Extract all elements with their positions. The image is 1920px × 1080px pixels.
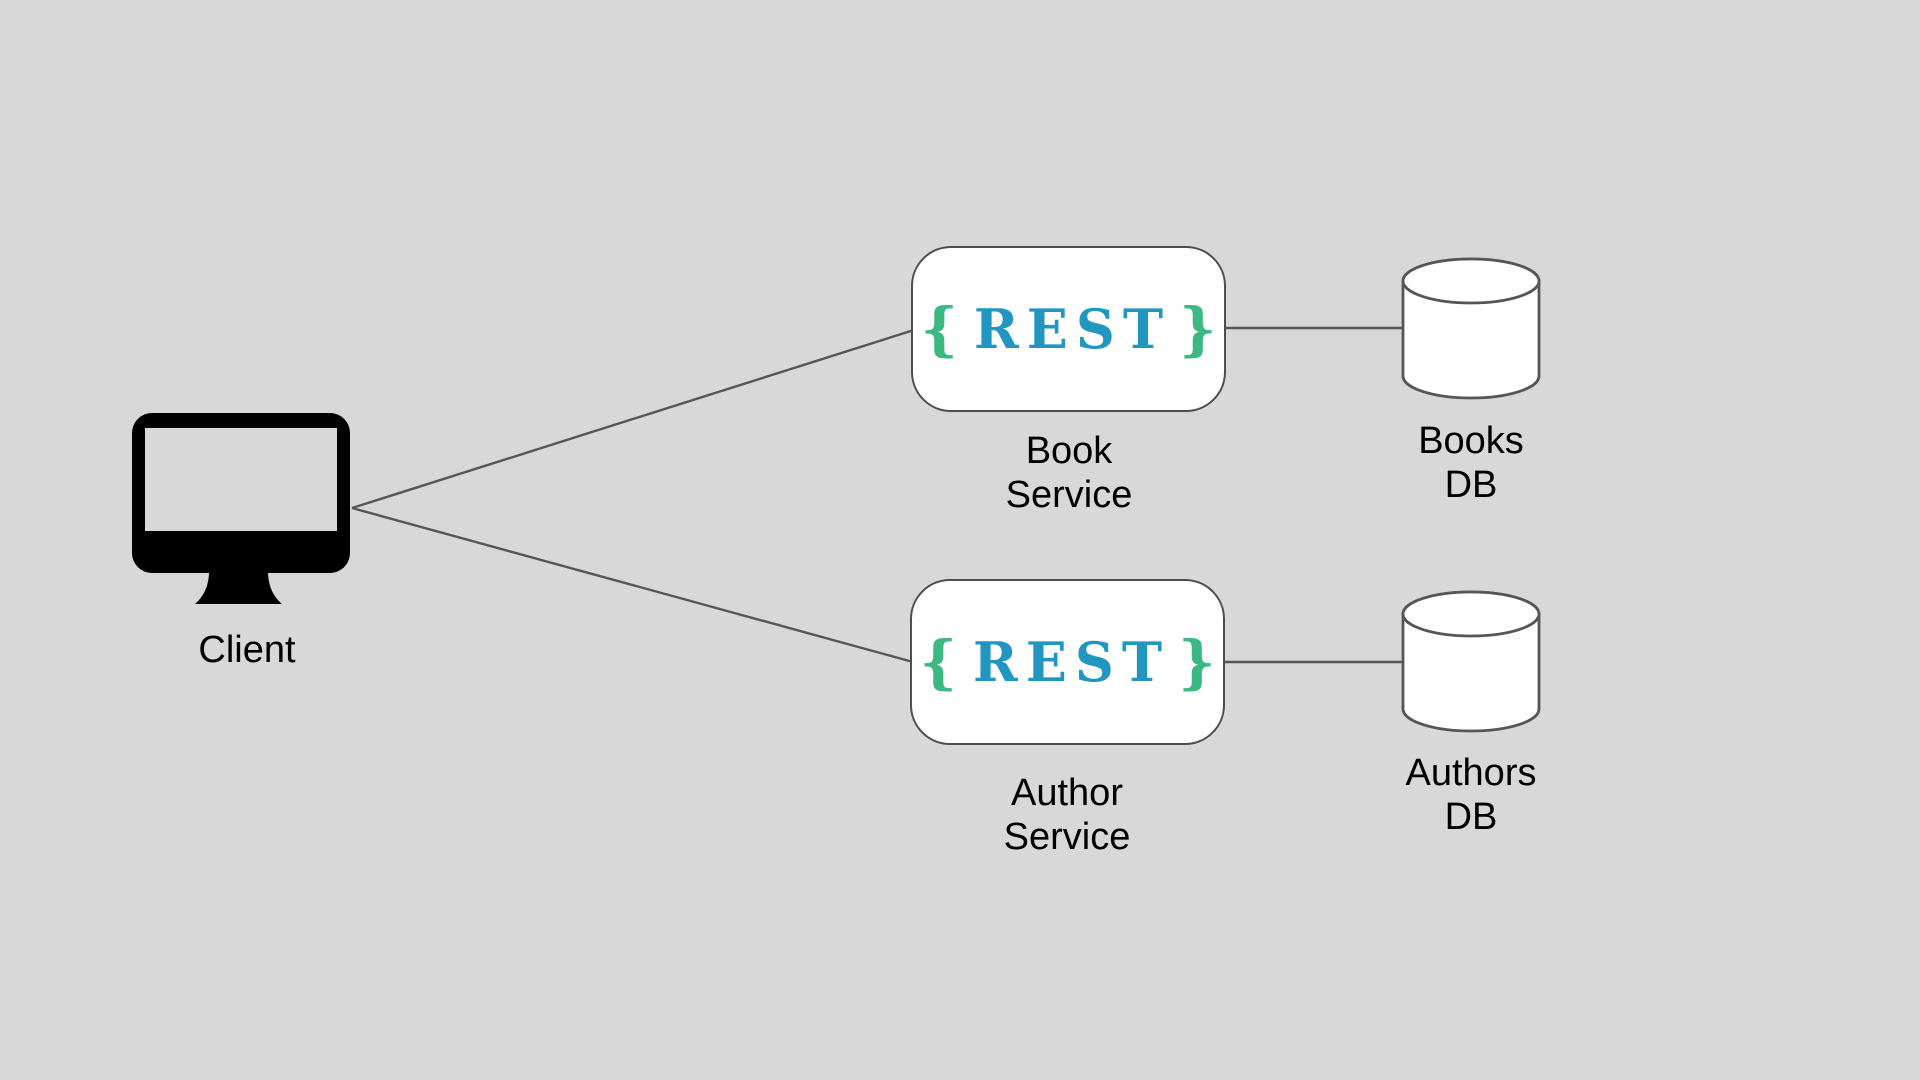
authors-db-label: Authors DB — [1371, 751, 1571, 839]
close-brace: } — [1179, 295, 1217, 363]
book-service-label-line2: Service — [1005, 474, 1133, 516]
client-label: Client — [147, 628, 347, 672]
author-service-label-line1: Author — [1011, 772, 1123, 814]
author-service-node: { REST } — [910, 579, 1225, 745]
monitor-screen — [145, 428, 337, 531]
author-service-label: Author Service — [967, 771, 1167, 859]
book-service-node: { REST } — [911, 246, 1226, 412]
client-to-author-service-line — [351, 506, 914, 664]
book-service-label: Book Service — [969, 429, 1169, 517]
client-to-book-service-line — [351, 328, 915, 510]
open-brace: { — [919, 628, 957, 696]
cylinder-top — [1401, 590, 1541, 638]
rest-logo: { REST } — [921, 300, 1217, 358]
open-brace: { — [920, 295, 958, 363]
books-db-label: Books DB — [1371, 419, 1571, 507]
client-label-text: Client — [198, 629, 296, 671]
rest-logo: { REST } — [920, 633, 1216, 691]
book-service-label-line1: Book — [1025, 430, 1113, 472]
rest-word: REST — [972, 630, 1171, 694]
author-service-label-line2: Service — [1003, 816, 1131, 858]
monitor-stand — [195, 571, 282, 604]
authors-db-label-line2: DB — [1444, 796, 1498, 838]
books-db-cylinder-icon — [1401, 257, 1541, 400]
authors-db-label-line1: Authors — [1405, 752, 1537, 794]
authors-db-cylinder-icon — [1401, 590, 1541, 733]
cylinder-top — [1401, 257, 1541, 305]
close-brace: } — [1178, 628, 1216, 696]
books-db-label-line2: DB — [1444, 464, 1498, 506]
client-monitor-icon — [132, 413, 350, 604]
rest-word: REST — [973, 297, 1172, 361]
books-db-label-line1: Books — [1418, 420, 1524, 462]
